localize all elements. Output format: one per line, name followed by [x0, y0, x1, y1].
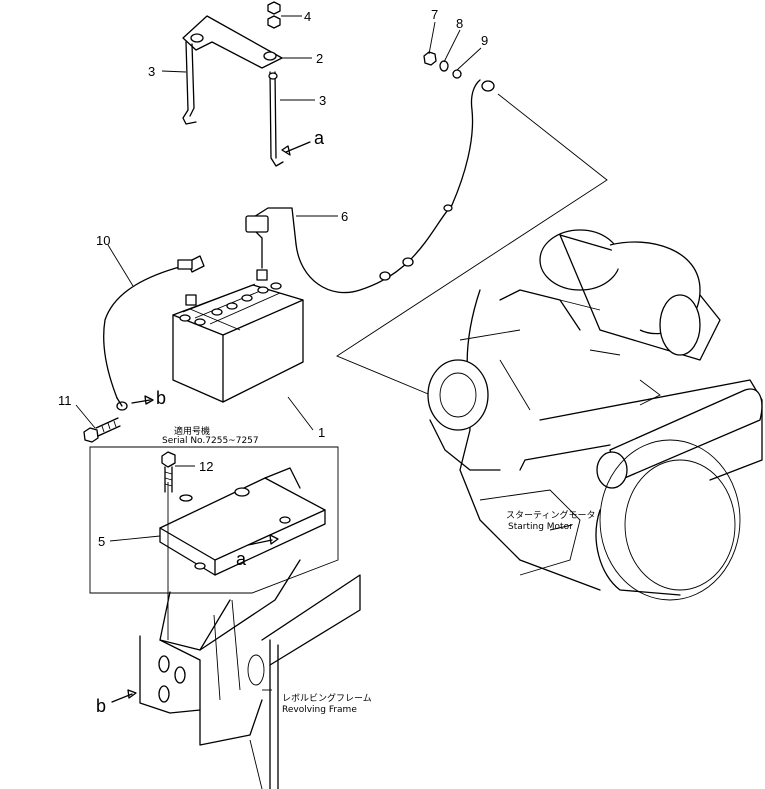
nut-7 [423, 51, 437, 66]
part-number-12: 12 [199, 459, 213, 474]
detail-outline [336, 93, 608, 397]
battery-tray-5 [159, 467, 326, 576]
view-arrows [111, 141, 311, 703]
washer-9 [452, 69, 462, 79]
part-number-3a: 3 [148, 64, 155, 79]
bolt-11 [83, 417, 121, 443]
part-number-10: 10 [96, 233, 110, 248]
battery [172, 269, 304, 403]
nut-washer-4 [267, 1, 281, 29]
bolt-12 [161, 451, 176, 493]
starting-motor-jp: スターティングモータ [506, 509, 595, 521]
view-ref-b-bottom: b [96, 696, 106, 716]
part-number-1: 1 [318, 425, 325, 440]
part-number-6: 6 [341, 209, 348, 224]
cable-10 [103, 255, 205, 411]
revolving-frame [139, 559, 361, 789]
view-ref-b-left: b [156, 388, 166, 408]
serial-box [89, 446, 339, 594]
revolving-frame-jp: レボルビングフレーム [282, 692, 372, 704]
part-number-2: 2 [316, 51, 323, 66]
starting-motor-en: Starting Motor [508, 522, 573, 532]
part-number-5: 5 [98, 534, 105, 549]
serial-label-en: Serial No.7255~7257 [162, 436, 259, 446]
battery-hold-bracket [182, 15, 284, 167]
leader-lines [75, 15, 573, 691]
cable-6 [245, 79, 495, 294]
part-number-3b: 3 [319, 93, 326, 108]
washer-8 [439, 60, 449, 72]
part-number-4: 4 [304, 9, 311, 24]
revolving-frame-en: Revolving Frame [282, 705, 357, 715]
serial-label-jp: 適用号機 [174, 425, 210, 437]
part-number-7: 7 [431, 7, 438, 22]
part-number-8: 8 [456, 16, 463, 31]
engine-assembly [427, 229, 763, 601]
view-ref-a-bottom: a [236, 549, 247, 569]
view-ref-a-top: a [314, 128, 325, 148]
part-number-9: 9 [481, 33, 488, 48]
part-number-11: 11 [58, 393, 72, 408]
